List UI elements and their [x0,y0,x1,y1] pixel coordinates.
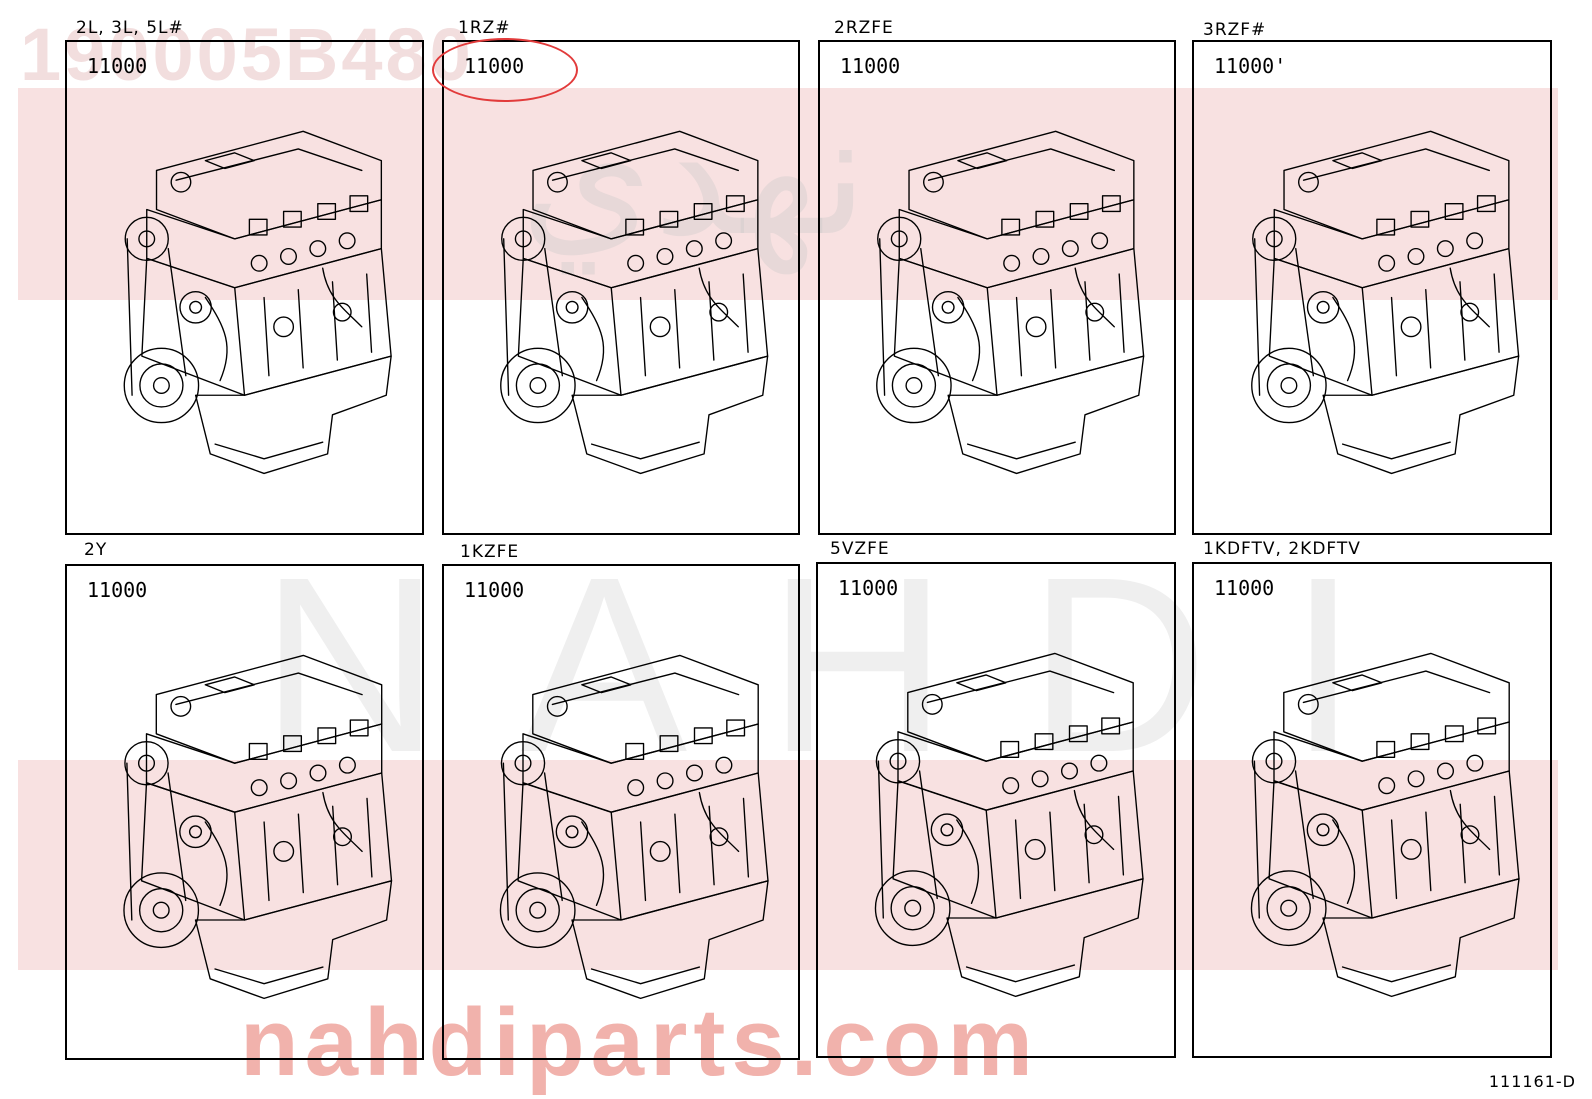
panel-title-2y: 2Y [84,540,108,560]
engine-illustration [464,626,778,1018]
panel-title-3rzf: 3RZF# [1203,20,1267,40]
selected-part-highlight [432,38,578,102]
engine-panel-2rzfe[interactable]: 11000 [818,40,1176,535]
engine-panel-1rz[interactable]: 11000 [442,40,800,535]
engine-illustration [838,624,1154,1016]
panel-title-2l-3l-5l: 2L, 3L, 5L# [76,18,184,38]
panel-title-1kzfe: 1KZFE [460,542,520,562]
panel-title-5vzfe: 5VZFE [830,539,890,559]
engine-panel-1kzfe[interactable]: 11000 [442,564,800,1060]
panel-title-2rzfe: 2RZFE [834,18,894,38]
engine-illustration [87,626,402,1018]
engine-illustration [464,102,778,493]
engine-panel-5vzfe[interactable]: 11000 [816,562,1176,1058]
engine-illustration [1214,102,1530,493]
part-code[interactable]: 11000 [87,578,148,602]
part-code[interactable]: 11000 [840,54,901,78]
part-code[interactable]: 11000 [464,578,525,602]
engine-panel-2l-3l-5l[interactable]: 11000 [65,40,424,535]
engine-illustration [1214,624,1530,1016]
part-code[interactable]: 11000 [87,54,148,78]
part-code[interactable]: 11000 [1214,576,1275,600]
engine-panel-3rzf[interactable]: 11000' [1192,40,1552,535]
part-code[interactable]: 11000 [838,576,899,600]
engine-illustration [87,102,402,493]
engine-panel-2y[interactable]: 11000 [65,564,424,1060]
panel-title-1kdftv-2kdftv: 1KDFTV, 2KDFTV [1203,539,1361,559]
engine-panel-1kdftv-2kdftv[interactable]: 11000 [1192,562,1552,1058]
diagram-id: 111161-D [1488,1072,1576,1091]
panel-title-1rz: 1RZ# [458,18,511,38]
engine-illustration [840,102,1154,493]
part-code[interactable]: 11000' [1214,54,1287,78]
